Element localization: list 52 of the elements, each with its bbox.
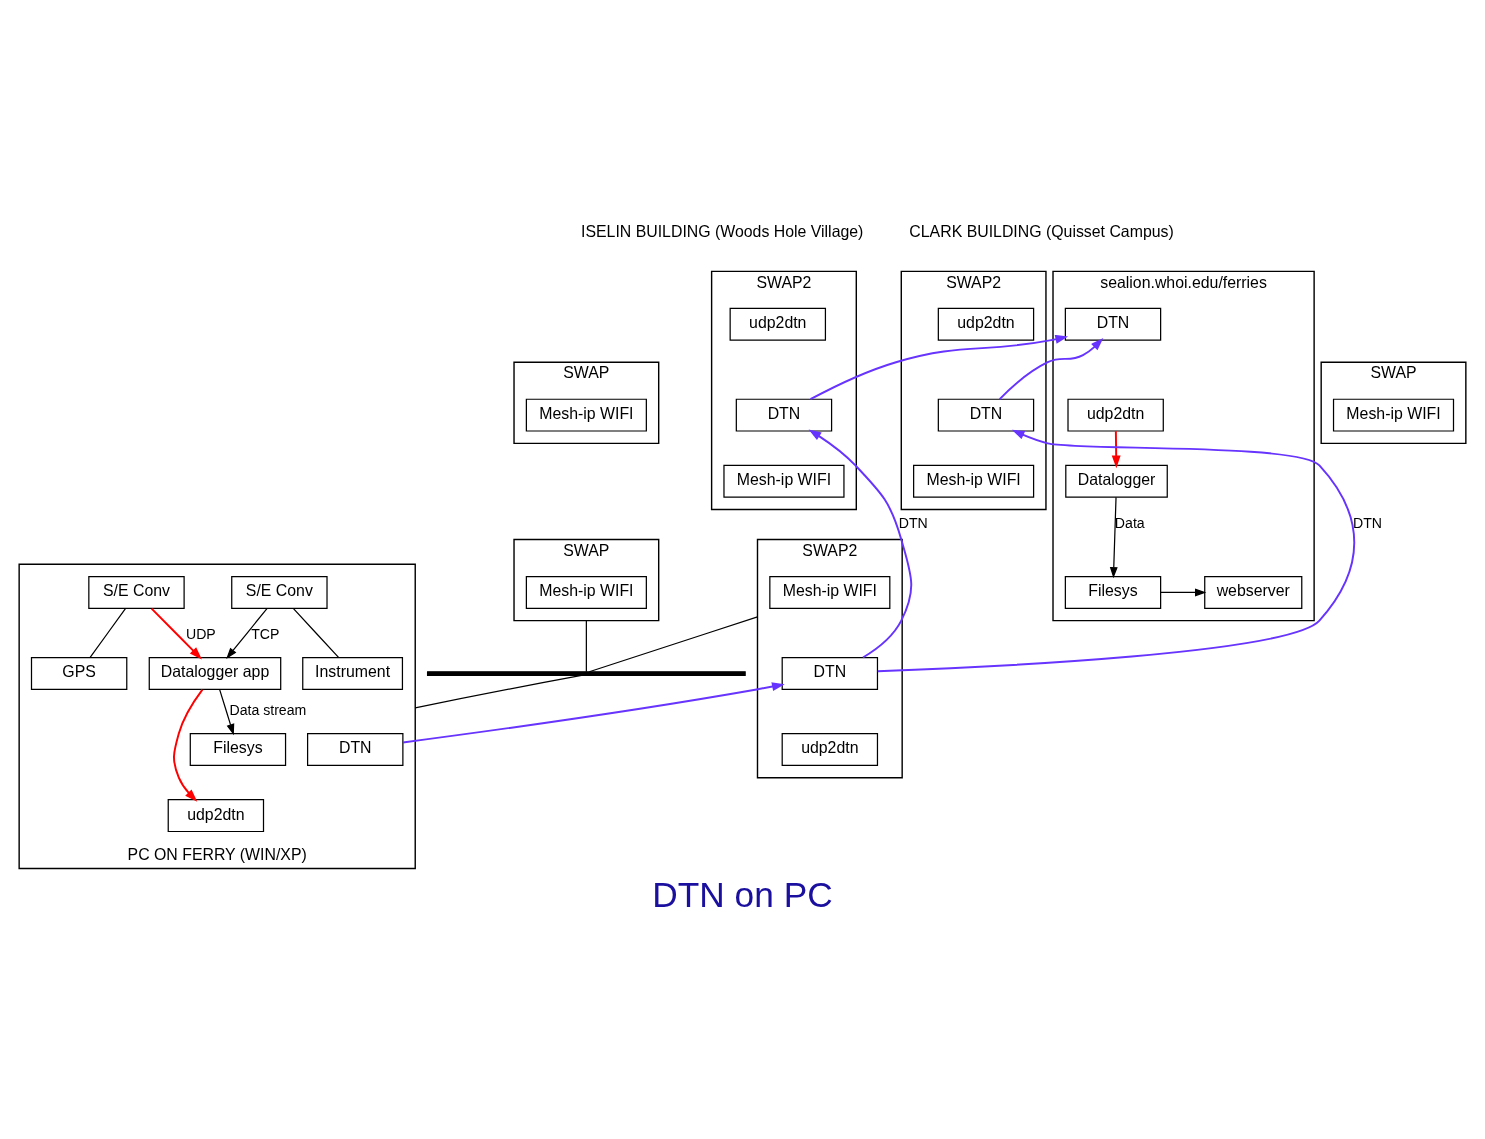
connector xyxy=(292,608,340,659)
label: CLARK BUILDING (Quisset Campus) xyxy=(909,223,1174,241)
edge-label: DTN xyxy=(898,514,928,531)
edge-label: DTN xyxy=(1352,514,1382,531)
connector xyxy=(414,674,583,709)
arrow xyxy=(1111,430,1121,469)
arrow xyxy=(173,688,204,802)
node-box: udp2dtn xyxy=(729,307,827,341)
arrow xyxy=(809,334,1069,401)
node-box: Mesh-ip WIFI xyxy=(769,575,891,609)
node-box: Mesh-ip WIFI xyxy=(525,398,647,432)
node-box: udp2dtn xyxy=(1067,398,1164,432)
node-box: udp2dtn xyxy=(167,799,265,833)
edge-label: TCP xyxy=(251,626,280,643)
node-box: Mesh-ip WIFI xyxy=(525,575,647,609)
node-box: udp2dtn xyxy=(937,307,1035,341)
connector xyxy=(588,616,759,673)
node-box: Instrument xyxy=(302,657,404,691)
node-box: udp2dtn xyxy=(781,732,879,766)
node-box: GPS xyxy=(30,657,128,691)
node-box: Mesh-ip WIFI xyxy=(723,464,845,498)
node-box: DTN xyxy=(735,398,833,432)
node-box: DTN xyxy=(937,398,1035,432)
node-box: Filesys xyxy=(1064,575,1162,609)
edge-label: Data stream xyxy=(229,701,307,718)
node-box: DTN xyxy=(781,657,879,691)
diagram-title: DTN on PC xyxy=(652,875,833,915)
node-bar xyxy=(426,671,746,676)
arrow xyxy=(998,338,1104,401)
node-box: Mesh-ip WIFI xyxy=(913,464,1035,498)
arrow xyxy=(876,429,1356,673)
arrow xyxy=(226,608,268,659)
arrow xyxy=(219,689,235,736)
node-box: webserver xyxy=(1204,575,1303,609)
label: ISELIN BUILDING (Woods Hole Village) xyxy=(581,223,864,241)
arrow xyxy=(150,607,202,660)
arrow xyxy=(402,682,785,744)
node-box: Filesys xyxy=(189,732,287,766)
connector xyxy=(89,608,127,659)
arrow xyxy=(1109,496,1118,579)
node-box: Datalogger app xyxy=(148,657,282,691)
edge-label: Data xyxy=(1114,514,1145,531)
node-box: Datalogger xyxy=(1065,464,1168,498)
arrow xyxy=(1160,588,1207,597)
node-box: DTN xyxy=(1064,307,1162,341)
connector xyxy=(585,620,587,673)
arrow xyxy=(808,429,913,659)
node-box: S/E Conv xyxy=(88,575,185,609)
edge-label: UDP xyxy=(185,626,216,643)
node-box: Mesh-ip WIFI xyxy=(1332,398,1455,432)
node-box: DTN xyxy=(307,732,404,766)
node-box: S/E Conv xyxy=(231,575,328,609)
